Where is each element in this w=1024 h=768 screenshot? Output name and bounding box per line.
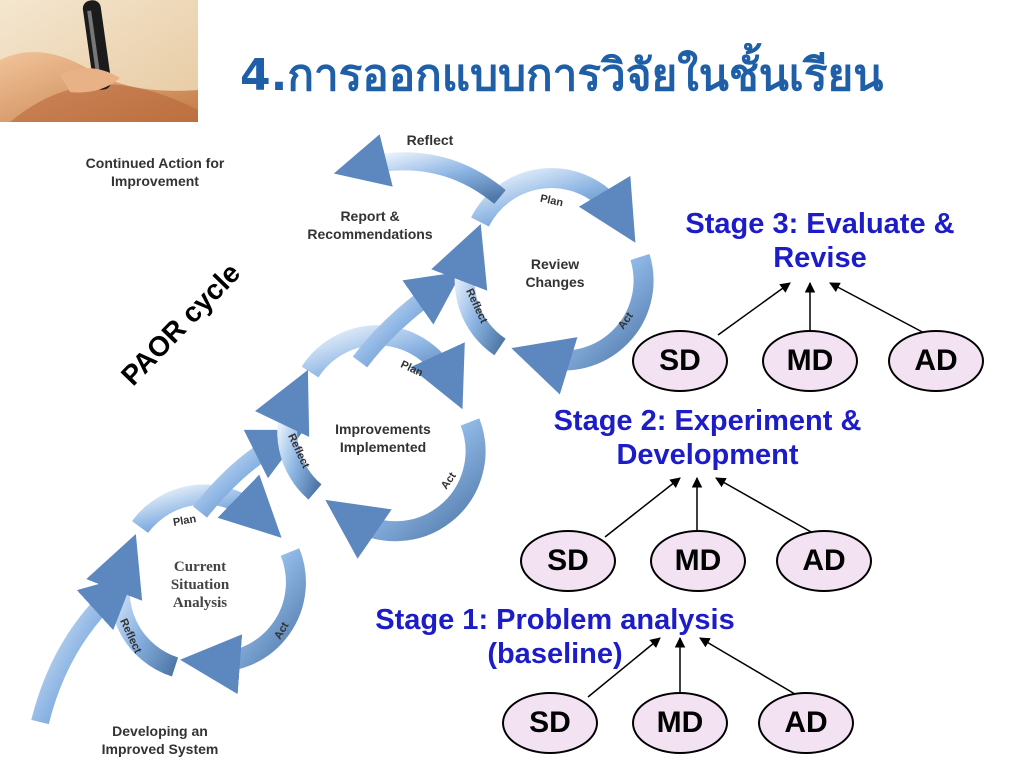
hand-holding-pen-photo [0,0,198,122]
stage-3-node-md: MD [762,330,858,392]
stage-2-node-ad: AD [776,530,872,592]
stage-2-node-md: MD [650,530,746,592]
paor-cycle-diagram: Continued Action for Improvement Reflect… [0,122,665,768]
label-review-changes: Review Changes [525,256,585,290]
stage-2-node-sd: SD [520,530,616,592]
slide-title: 4.การออกแบบการวิจัยในชั้นเรียน [240,50,884,101]
stage-1-node-sd: SD [502,692,598,754]
label-current-situation-analysis: Current Situation Analysis [170,559,230,611]
stage-1-node-md: MD [632,692,728,754]
stage-1-label: Stage 1: Problem analysis (baseline) [375,604,735,670]
label-developing-improved-system: Developing an Improved System [101,723,219,757]
stage-3-label: Stage 3: Evaluate & Revise [685,208,955,274]
label-reflect-top: Reflect [406,132,454,148]
label-continued-action: Continued Action for Improvement [85,155,225,189]
stage-2-label: Stage 2: Experiment & Development [553,405,862,471]
stage-1-node-ad: AD [758,692,854,754]
label-report-recommendations: Report & Recommendations [307,208,433,242]
stage-3-node-sd: SD [632,330,728,392]
label-improvements-implemented: Improvements Implemented [335,421,431,455]
stage-3-node-ad: AD [888,330,984,392]
